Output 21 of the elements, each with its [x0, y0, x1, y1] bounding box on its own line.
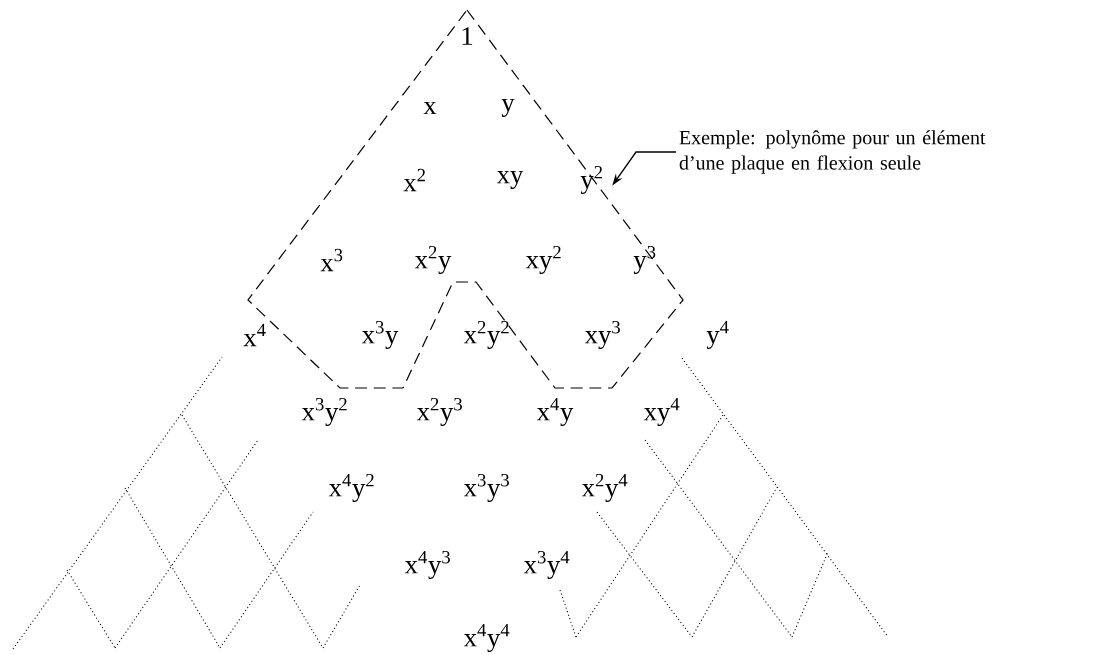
- monomial: x$^{3}$y$^{3}$: [463, 473, 509, 503]
- monomial: x$^{4}$y$^{4}$: [463, 623, 510, 653]
- monomial: x$^{3}$y: [361, 320, 399, 350]
- monomial: y$^{3}$: [633, 245, 656, 275]
- monomial: 1: [462, 27, 473, 45]
- monomial: x$^{4}$y$^{2}$: [328, 473, 374, 503]
- monomial: x$^{2}$y$^{4}$: [581, 473, 628, 503]
- monomial: xy$^{2}$: [525, 245, 561, 275]
- monomial: x$^{2}$: [403, 168, 425, 192]
- monomial: x$^{4}$: [243, 323, 266, 347]
- monomial: xy: [496, 171, 524, 189]
- monomial: x$^{2}$y: [414, 245, 452, 275]
- monomial: xy$^{3}$: [584, 320, 620, 350]
- monomial: x$^{3}$y$^{4}$: [523, 550, 570, 580]
- monomial: x$^{2}$y$^{2}$: [463, 320, 509, 350]
- monomial: x$^{3}$: [320, 248, 343, 272]
- callout-text: Exemple: polynôme pour un élément d’une plaque en flexion seule: [679, 130, 986, 174]
- monomial: x$^{4}$y$^{3}$: [404, 550, 450, 580]
- monomial: y$^{2}$: [580, 165, 602, 195]
- monomial: y: [501, 99, 515, 117]
- monomial: x: [423, 101, 437, 115]
